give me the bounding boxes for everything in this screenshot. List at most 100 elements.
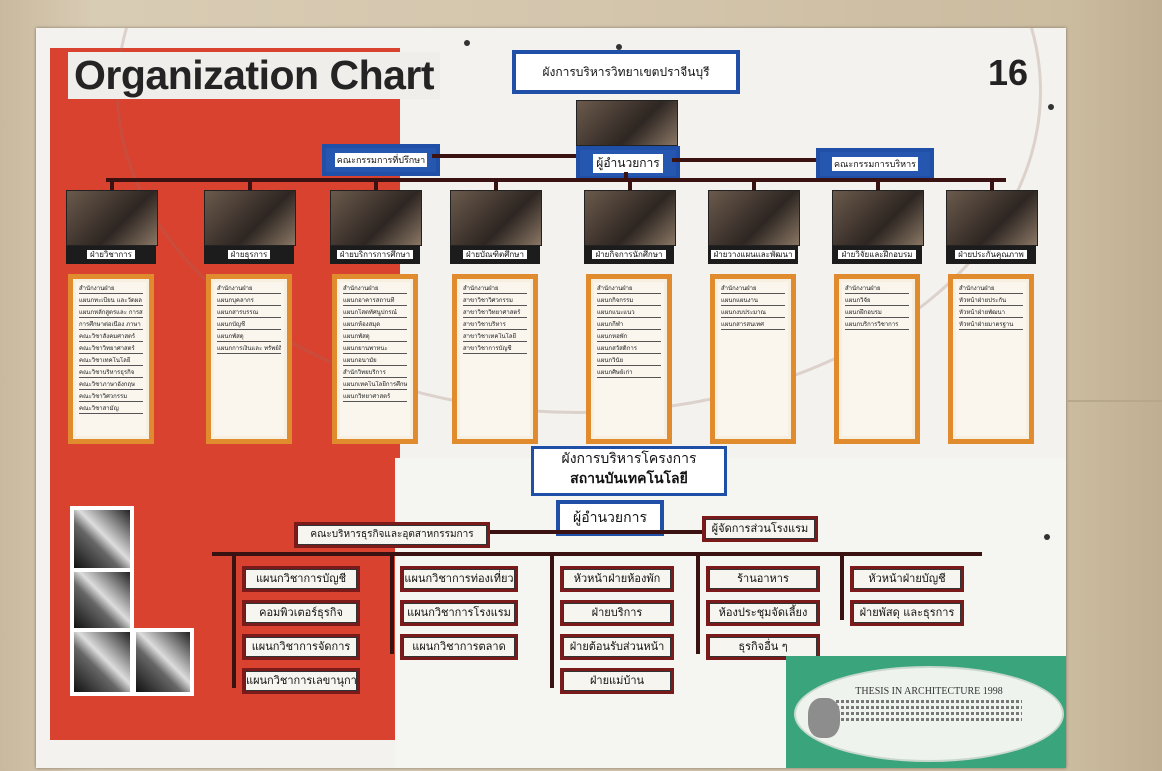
division-item: หัวหน้าฝ่ายพัฒนา	[959, 309, 1023, 318]
department-label: แผนกวิชาการบัญชี	[245, 569, 357, 589]
division-item: แผนกวินัย	[597, 357, 661, 366]
division-item: สำนักงานฝ่าย	[721, 285, 785, 294]
department-label: แผนกวิชาการตลาด	[403, 637, 515, 657]
division-label: ฝ่ายวิชาการ	[66, 246, 156, 264]
division-card: สำนักงานฝ่ายสาขาวิชาวิศวกรรมสาขาวิชาวิทย…	[452, 274, 538, 444]
division-label: ฝ่ายกิจการนักศึกษา	[584, 246, 674, 264]
division-item: แผนกพัสดุ	[217, 333, 281, 342]
department-box: แผนกวิชาการจัดการ	[242, 634, 360, 660]
connector	[624, 172, 628, 182]
connector	[672, 158, 816, 162]
division-item: แผนกงบประมาณ	[721, 309, 785, 318]
division-photo	[584, 190, 676, 246]
division-item: สำนักงานฝ่าย	[79, 285, 143, 294]
department-label: ฝ่ายพัสดุ และธุรการ	[853, 603, 961, 623]
division-photo	[330, 190, 422, 246]
poster-title: Organization Chart	[68, 52, 441, 99]
division-photo	[204, 190, 296, 246]
division-label-text: ฝ่ายวิจัยและฝึกอบรม	[838, 250, 916, 259]
business-faculty-box: คณะบริหารธุรกิจและอุตสาหกรรมการ	[294, 522, 490, 548]
connector	[486, 530, 806, 534]
connector	[390, 552, 394, 654]
building-photo	[70, 506, 134, 572]
fine-print	[836, 700, 1022, 703]
division-item: แผนกแผนงาน	[721, 297, 785, 306]
poster-board: Organization Chart 16 ผังการบริหารวิทยาเ…	[36, 28, 1066, 768]
connector	[628, 178, 632, 192]
division-label-text: ฝ่ายกิจการนักศึกษา	[592, 250, 666, 259]
division-card: สำนักงานฝ่ายแผนกแผนงานแผนกงบประมาณแผนกสา…	[710, 274, 796, 444]
department-box: แผนกวิชาการโรงแรม	[400, 600, 518, 626]
wall-crack	[1068, 400, 1162, 402]
division-photo	[832, 190, 924, 246]
connector	[876, 178, 880, 192]
division-item: คณะวิชาบริหารธุรกิจ	[79, 369, 143, 378]
pin	[616, 44, 622, 50]
division-card: สำนักงานฝ่ายหัวหน้าฝ่ายประกันหัวหน้าฝ่าย…	[948, 274, 1034, 444]
division-card: สำนักงานฝ่ายแผนกทะเบียน และวัดผลแผนกหลัก…	[68, 274, 154, 444]
division-label: ฝ่ายวิจัยและฝึกอบรม	[832, 246, 922, 264]
project-title-line2: สถานบันเทคโนโลยี	[570, 471, 688, 487]
division-item: สาขาวิชาบริหาร	[463, 321, 527, 330]
division-photo	[66, 190, 158, 246]
department-box: หัวหน้าฝ่ายบัญชี	[850, 566, 964, 592]
division-label-text: ฝ่ายบริการการศึกษา	[336, 250, 414, 259]
department-label: หัวหน้าฝ่ายบัญชี	[853, 569, 961, 589]
division-label-text: ฝ่ายประกันคุณภาพ	[955, 250, 1027, 259]
division-item: แผนกโสตทัศนูปกรณ์	[343, 309, 407, 318]
hotel-manager-label: ผู้จัดการส่วนโรงแรม	[705, 519, 815, 539]
division-label: ฝ่ายบริการการศึกษา	[330, 246, 420, 264]
division-card: สำนักงานฝ่ายแผนกบุคลากรแผนกสารบรรณแผนกบั…	[206, 274, 292, 444]
department-box: ห้องประชุมจัดเลี้ยง	[706, 600, 820, 626]
building-photo	[70, 568, 134, 632]
thesis-oval: THESIS IN ARCHITECTURE 1998	[794, 666, 1064, 762]
department-label: แผนกวิชาการโรงแรม	[403, 603, 515, 623]
division-item: หัวหน้าฝ่ายประกัน	[959, 297, 1023, 306]
department-label: แผนกวิชาการจัดการ	[245, 637, 357, 657]
connector	[248, 178, 252, 192]
division-item: สาขาวิชาวิศวกรรม	[463, 297, 527, 306]
division-item: แผนกอนามัย	[343, 357, 407, 366]
division-photo	[708, 190, 800, 246]
division-photo	[946, 190, 1038, 246]
thesis-plaque: THESIS IN ARCHITECTURE 1998	[786, 656, 1066, 768]
connector	[374, 178, 378, 192]
division-item: คณะวิชาภาษาอังกฤษ	[79, 381, 143, 390]
pin	[1044, 534, 1050, 540]
department-label: แผนกวิชาการเลขานุการ	[245, 671, 357, 691]
division-label-text: ฝ่ายธุรการ	[227, 250, 271, 259]
division-item: สาขาวิชาการบัญชี	[463, 345, 527, 354]
division-item: แผนกวิจัย	[845, 297, 909, 306]
department-box: ร้านอาหาร	[706, 566, 820, 592]
project-title-line1: ผังการบริหารโครงการ	[561, 451, 697, 467]
department-box: ฝ่ายแม่บ้าน	[560, 668, 674, 694]
connector	[550, 552, 554, 688]
division-item: สำนักงานฝ่าย	[845, 285, 909, 294]
division-label: ฝ่ายธุรการ	[204, 246, 294, 264]
division-item: คณะวิชาวิทยาศาสตร์	[79, 345, 143, 354]
advisory-council-label: คณะกรรมการที่ปรึกษา	[334, 153, 428, 167]
connector	[752, 178, 756, 192]
division-item: สำนักงานฝ่าย	[463, 285, 527, 294]
division-item: แผนกวิทยาศาสตร์	[343, 393, 407, 402]
department-box: แผนกวิชาการท่องเที่ยว	[400, 566, 518, 592]
department-box: แผนกวิชาการตลาด	[400, 634, 518, 660]
division-item: แผนกบุคลากร	[217, 297, 281, 306]
division-card: สำนักงานฝ่ายแผนกอาคารสถานที่แผนกโสตทัศนู…	[332, 274, 418, 444]
division-item: คณะวิชาสามัญ	[79, 405, 143, 414]
building-photo	[70, 628, 134, 696]
division-item: สำนักงานฝ่าย	[343, 285, 407, 294]
division-bus-line	[106, 178, 1006, 182]
division-item: แผนกศิษย์เก่า	[597, 369, 661, 378]
executive-council-label: คณะกรรมการบริหาร	[832, 157, 918, 171]
division-item: แผนกฝึกอบรม	[845, 309, 909, 318]
department-label: คอมพิวเตอร์ธุรกิจ	[245, 603, 357, 623]
project-title-box: ผังการบริหารโครงการ สถานบันเทคโนโลยี	[531, 446, 727, 496]
division-item: แผนกเทคโนโลยีการศึกษา	[343, 381, 407, 390]
division-item: แผนกแนะแนว	[597, 309, 661, 318]
division-item: สำนักงานฝ่าย	[217, 285, 281, 294]
fine-print	[836, 712, 1022, 715]
fine-print	[836, 706, 1022, 709]
division-card: สำนักงานฝ่ายแผนกกิจกรรมแผนกแนะแนวแผนกกีฬ…	[586, 274, 672, 444]
department-label: ห้องประชุมจัดเลี้ยง	[709, 603, 817, 623]
